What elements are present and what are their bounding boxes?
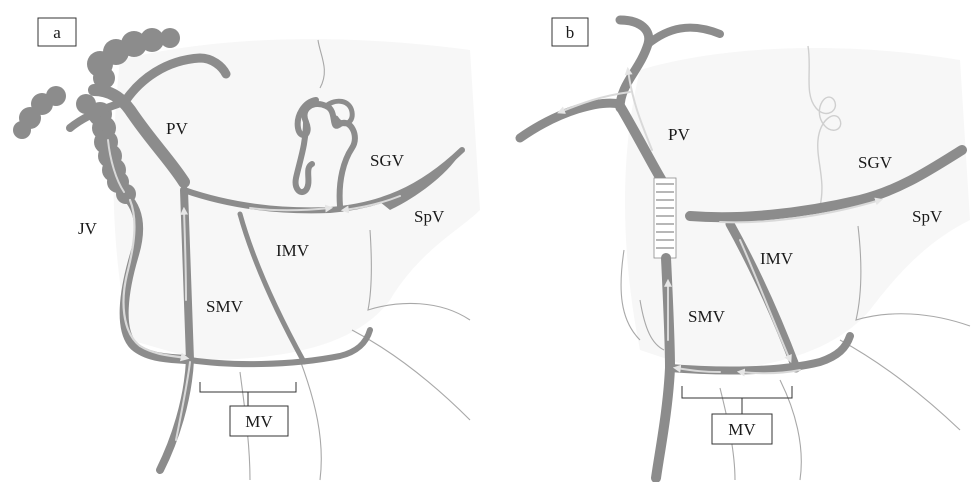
label-mv-b: MV [728, 420, 756, 439]
panel-b-stent [654, 178, 676, 258]
label-sgv-b: SGV [858, 153, 893, 172]
label-jv-a: JV [78, 219, 98, 238]
label-smv-b: SMV [688, 307, 726, 326]
label-spv-a: SpV [414, 207, 445, 226]
panel-b-tag: b [566, 23, 575, 42]
panel-a-mv-bracket [200, 382, 296, 406]
label-spv-b: SpV [912, 207, 943, 226]
panel-a: a PV JV SGV SpV IMV SMV MV [13, 18, 480, 480]
panel-a-background [113, 39, 480, 360]
label-pv-a: PV [166, 119, 188, 138]
label-imv-a: IMV [276, 241, 310, 260]
label-imv-b: IMV [760, 249, 794, 268]
panel-b-mv-bracket [682, 386, 792, 414]
panel-a-tag: a [53, 23, 61, 42]
label-smv-a: SMV [206, 297, 244, 316]
panel-b: b PV SGV SpV IMV SMV MV [520, 18, 970, 480]
label-mv-a: MV [245, 412, 273, 431]
label-pv-b: PV [668, 125, 690, 144]
label-sgv-a: SGV [370, 151, 405, 170]
